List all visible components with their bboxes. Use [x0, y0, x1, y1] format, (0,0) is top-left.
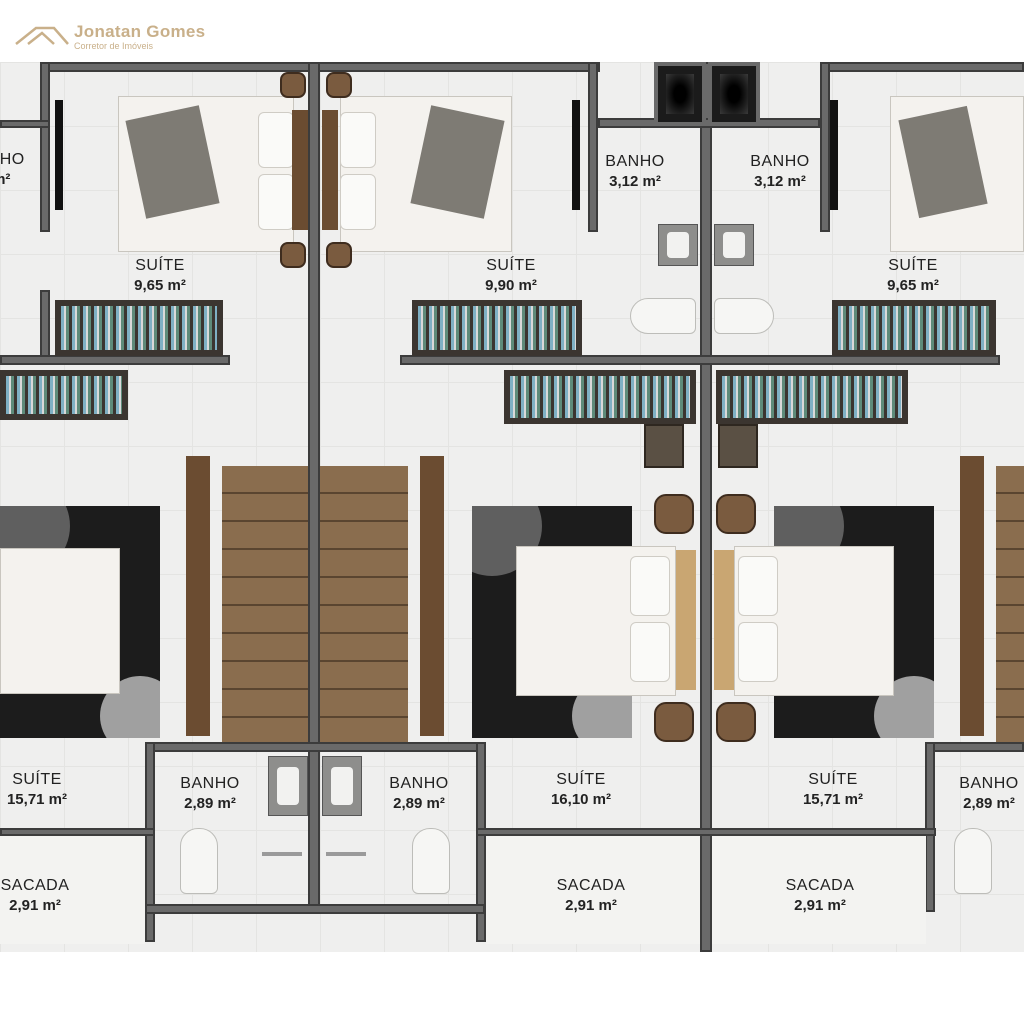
nightstand-lamp — [326, 72, 352, 98]
tv-top-right — [830, 100, 838, 210]
pillow — [630, 556, 670, 616]
pillow — [258, 174, 294, 230]
wall-mid-b — [820, 62, 830, 232]
room-label-suite-bottom-3: SUÍTE 15,71 m² — [802, 771, 864, 808]
stair-handrail-1 — [186, 456, 210, 736]
closet-top-1 — [55, 300, 223, 356]
sacada-floor-1 — [0, 836, 145, 944]
stair-handrail-2 — [420, 456, 444, 736]
brand-subtitle: Corretor de Imóveis — [74, 41, 154, 51]
wall-bottom-line-2 — [925, 742, 1024, 752]
nightstand-lamp — [280, 72, 306, 98]
wall-shared-2 — [700, 62, 712, 952]
room-label-suite-bottom-2: SUÍTE 16,10 m² — [550, 771, 612, 808]
wall-closet-line-1 — [0, 355, 230, 365]
room-label-banho-top-2: BANHO 3,12 m² — [605, 153, 665, 190]
towel-rail — [326, 852, 366, 856]
room-label-banho-bottom-3: BANHO 2,89 m² — [959, 775, 1019, 812]
shaft-left — [654, 62, 706, 126]
tv-top-left — [55, 100, 63, 210]
sink-top-2 — [714, 224, 754, 266]
wall-left-a — [40, 62, 50, 232]
logo-roof-icon — [15, 26, 69, 45]
wall-sacada-1 — [0, 828, 155, 836]
wall-bath-bottom-1 — [145, 742, 155, 942]
nightstand-lamp — [716, 494, 756, 534]
room-label-sacada-3: SACADA 2,91 m² — [785, 877, 855, 914]
wall-bath-floor-1 — [145, 904, 485, 914]
headboard-mid-1 — [674, 550, 696, 690]
wall-closet-line-2 — [400, 355, 1000, 365]
room-label-banho-top-left: BANHO 0 m² — [0, 151, 25, 188]
room-label-banho-bottom-2: BANHO 2,89 m² — [389, 775, 449, 812]
nightstand-lamp — [654, 494, 694, 534]
closet-top-2 — [412, 300, 582, 356]
closet-bottom-1 — [0, 370, 128, 420]
pillow — [738, 622, 778, 682]
room-label-suite-top-1: SUÍTE 9,65 m² — [134, 257, 186, 294]
sacada-floor-3 — [712, 836, 926, 944]
room-label-suite-top-3: SUÍTE 9,65 m² — [887, 257, 939, 294]
tv-top-mid — [572, 100, 580, 210]
armchair-right — [718, 424, 758, 468]
wall-sacada-2 — [476, 828, 936, 836]
towel-rail — [262, 852, 302, 856]
wall-banho-left — [0, 120, 50, 128]
room-label-sacada-2: SACADA 2,91 m² — [556, 877, 626, 914]
wall-top-a — [40, 62, 600, 72]
wall-top-b — [820, 62, 1024, 72]
staircase-left — [222, 466, 308, 742]
staircase-right — [996, 466, 1024, 742]
wall-mid-a — [588, 62, 598, 232]
sacada-floor-2 — [486, 836, 700, 944]
shaft-right — [708, 62, 760, 126]
brand-name: Jonatan Gomes — [74, 22, 206, 41]
nightstand-lamp — [654, 702, 694, 742]
headboard-top-2 — [322, 110, 338, 230]
pillow — [258, 112, 294, 168]
sink-bottom-1 — [268, 756, 308, 816]
closet-bottom-3 — [716, 370, 908, 424]
toilet-bottom-3 — [954, 828, 992, 894]
bed-bottom-1 — [0, 548, 120, 694]
headboard-top-1 — [292, 110, 308, 230]
pillow — [738, 556, 778, 616]
wall-bottom-line-1 — [145, 742, 485, 752]
room-label-suite-bottom-1: SUÍTE 15,71 m² — [6, 771, 68, 808]
wall-bath-bottom-3 — [925, 742, 935, 912]
pillow — [340, 174, 376, 230]
sink-top-1 — [658, 224, 698, 266]
room-label-sacada-1: SACADA 2,91 m² — [0, 877, 70, 914]
headboard-mid-2 — [714, 550, 736, 690]
nightstand-lamp — [280, 242, 306, 268]
wall-bath-bottom-2 — [476, 742, 486, 942]
room-label-suite-top-2: SUÍTE 9,90 m² — [485, 257, 537, 294]
closet-bottom-2 — [504, 370, 696, 424]
nightstand-lamp — [326, 242, 352, 268]
nightstand-lamp — [716, 702, 756, 742]
toilet-top-1 — [630, 298, 696, 334]
toilet-top-2 — [714, 298, 774, 334]
stair-handrail-3 — [960, 456, 984, 736]
pillow — [630, 622, 670, 682]
room-label-banho-bottom-1: BANHO 2,89 m² — [180, 775, 240, 812]
closet-top-3 — [832, 300, 996, 356]
toilet-bottom-1 — [180, 828, 218, 894]
staircase-left-b — [320, 466, 408, 742]
wall-left-b — [40, 290, 50, 360]
pillow — [340, 112, 376, 168]
armchair-left — [644, 424, 684, 468]
wall-shared-1 — [308, 62, 320, 912]
toilet-bottom-2 — [412, 828, 450, 894]
room-label-banho-top-3: BANHO 3,12 m² — [750, 153, 810, 190]
sink-bottom-2 — [322, 756, 362, 816]
